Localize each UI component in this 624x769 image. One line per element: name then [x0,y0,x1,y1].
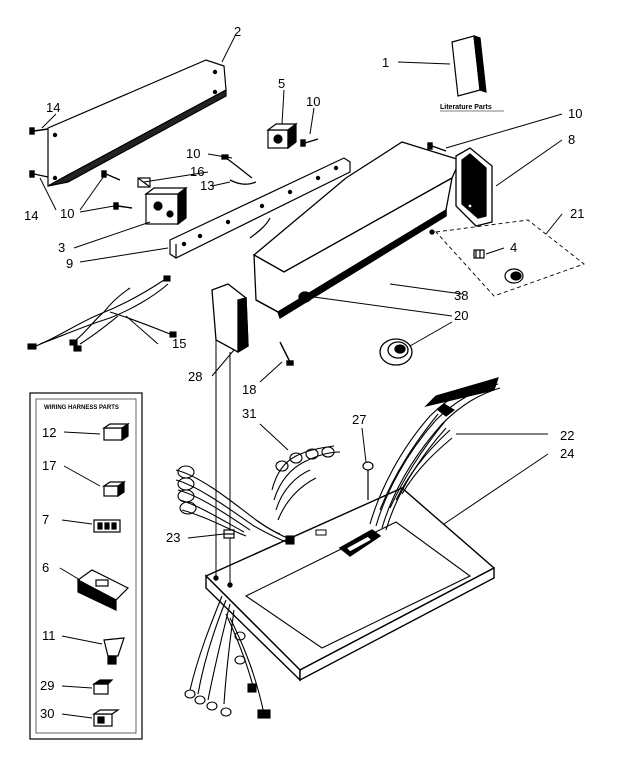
control-bracket-9 [169,157,351,259]
knob-part [504,268,524,284]
callout-10-left: 10 [60,206,74,221]
callout-13: 13 [200,178,214,193]
callout-12: 12 [42,425,56,440]
callout-24: 24 [560,446,574,461]
callout-2: 2 [234,24,241,39]
callout-14-top: 14 [46,100,60,115]
callout-17: 17 [42,458,56,473]
callout-3: 3 [58,240,65,255]
switch-part-16 [137,177,151,188]
screw-14-bottom [29,170,49,178]
callout-8: 8 [568,132,575,147]
fastener-part-27 [362,461,374,500]
callout-30: 30 [40,706,54,721]
callout-11: 11 [42,628,56,643]
console-backsplash [252,141,461,319]
callout-31: 31 [242,406,256,421]
screw-10-right [427,142,447,152]
callout-4: 4 [510,240,517,255]
callout-10-mid: 10 [186,146,200,161]
screw-10-left-b [113,202,133,210]
callout-10-top: 10 [306,94,320,109]
callout-labels: 2 1 5 10 14 10 8 10 16 13 10 14 21 3 4 9… [24,24,584,721]
wiring-harness-box [29,392,143,740]
callout-27: 27 [352,412,366,427]
callout-9: 9 [66,256,73,271]
timer-part-3 [144,186,188,226]
wire-harness-15 [27,275,177,352]
back-panel [47,59,227,188]
connector-part-17 [102,480,126,498]
knob-part-20 [379,338,413,366]
callout-29: 29 [40,678,54,693]
callout-38: 38 [454,288,468,303]
leader-lines [39,35,563,719]
callout-16: 16 [190,164,204,179]
screw-14-top [29,127,49,135]
timer-knob-part-5 [266,122,298,150]
screw-18 [279,341,294,366]
callout-10-right: 10 [568,106,582,121]
callout-1: 1 [382,55,389,70]
callout-5: 5 [278,76,285,91]
part-4 [473,249,485,259]
guide-lines [215,340,231,585]
literature-booklet [451,35,487,97]
wire-part-13 [221,154,257,185]
support-bracket-28 [211,283,249,354]
callout-7: 7 [42,512,49,527]
endcap-part-8 [455,147,493,227]
connector-part-30 [92,709,120,727]
callout-18: 18 [242,382,256,397]
callout-15: 15 [172,336,186,351]
callout-20: 20 [454,308,468,323]
callout-6: 6 [42,560,49,575]
screw-10-left-a [101,170,121,181]
connector-part-11 [103,637,125,665]
connector-part-29 [92,679,114,695]
callout-28: 28 [188,369,202,384]
harness-box-title: WIRING HARNESS PARTS [44,405,119,411]
wire-harness-lower [184,595,271,719]
callout-21: 21 [570,206,584,221]
top-cover-24 [204,487,496,682]
wire-harness-31 [175,445,341,545]
dashed-group-21 [435,219,585,297]
screw-10-upper [300,138,319,147]
connector-part-12 [102,422,130,442]
connector-part-6 [76,569,130,611]
callout-22: 22 [560,428,574,443]
callout-23: 23 [166,530,180,545]
wire-harness-22 [369,377,501,531]
callout-14-bottom: 14 [24,208,38,223]
clip-part-23 [223,529,235,539]
literature-label: Literature Parts [440,104,492,111]
connector-part-7 [93,519,121,533]
